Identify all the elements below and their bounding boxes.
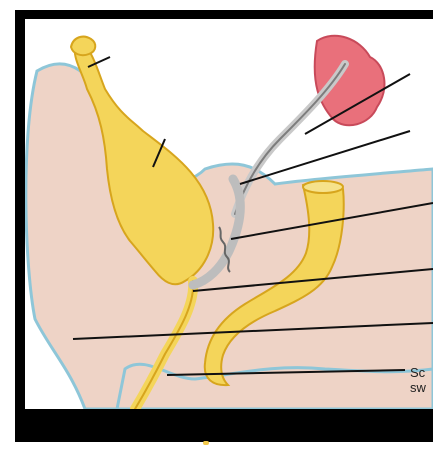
partial-label-line-2: sw [410, 380, 426, 395]
partial-label-line-1: Sc [410, 365, 425, 380]
tube-opening [303, 181, 343, 193]
bottom-mark [203, 441, 209, 445]
anatomy-diagram [25, 19, 433, 409]
kidney [315, 36, 385, 125]
top-opening [71, 37, 95, 56]
diagram-panel: Sc sw [25, 19, 433, 409]
